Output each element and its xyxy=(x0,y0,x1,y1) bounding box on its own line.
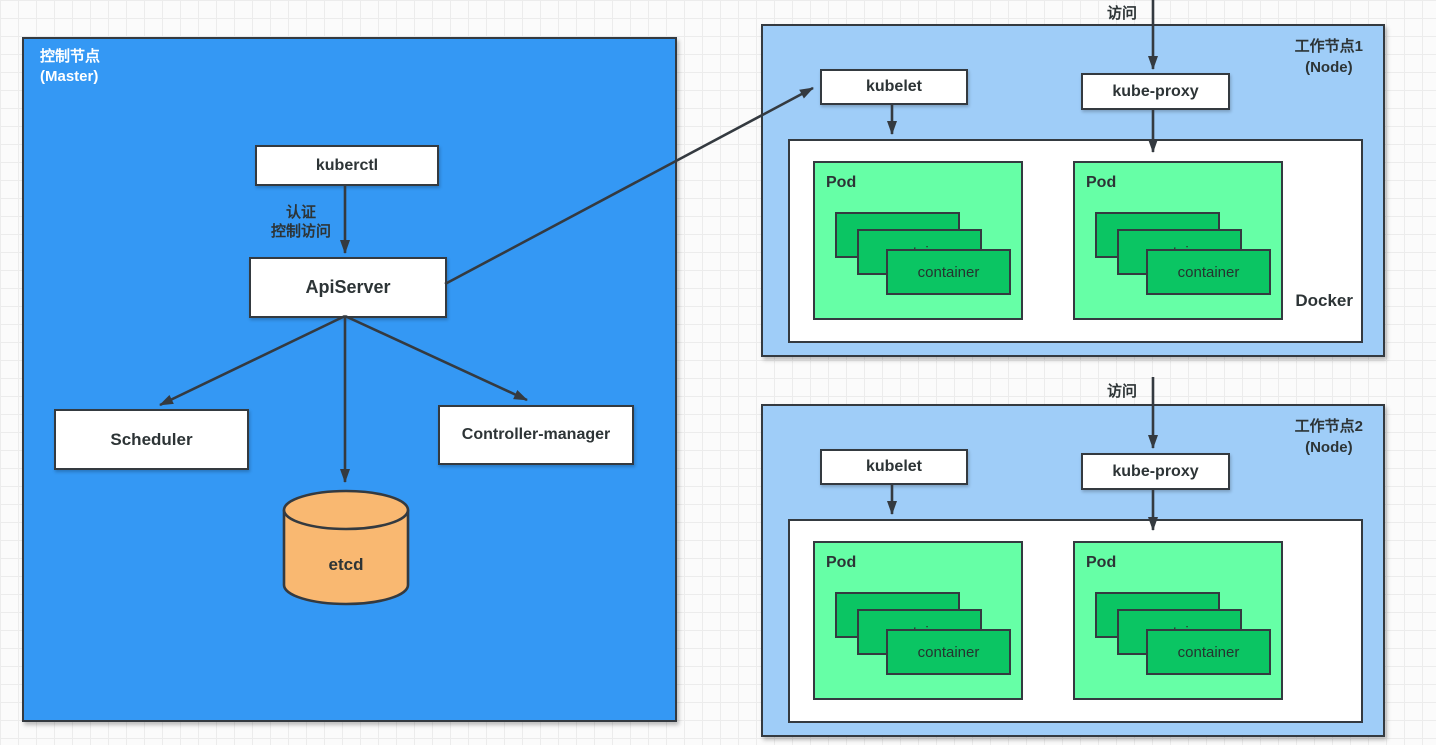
master-title-line2: (Master) xyxy=(40,68,99,85)
node1-pod2-label: Pod xyxy=(1086,174,1117,191)
node1-docker-box: Pod container container container Pod co… xyxy=(788,139,1363,343)
node2-kube-proxy-label: kube-proxy xyxy=(1112,462,1199,480)
master-node-box: 控制节点 (Master) kuberctl 认证 控制访问 ApiServer… xyxy=(22,37,677,722)
controller-manager-label: Controller-manager xyxy=(461,426,611,443)
node1-pod1-container3: container xyxy=(886,249,1011,295)
controller-manager-box: Controller-manager xyxy=(438,405,634,465)
node2-pod2: Pod container container container xyxy=(1073,541,1283,700)
node2-pod1: Pod container container container xyxy=(813,541,1023,700)
apiserver-box: ApiServer xyxy=(249,257,447,318)
worker-node1-box: 工作节点1 (Node) kubelet kube-proxy Pod cont… xyxy=(761,24,1385,357)
kuberctl-label: kuberctl xyxy=(315,156,379,174)
etcd-cylinder: etcd xyxy=(281,487,411,607)
node1-docker-label: Docker xyxy=(1295,291,1353,310)
node1-kubelet-label: kubelet xyxy=(865,78,922,95)
access-label-node1: 访问 xyxy=(1106,5,1137,22)
kuberctl-box: kuberctl xyxy=(255,145,439,186)
node2-kube-proxy-box: kube-proxy xyxy=(1081,453,1230,490)
node2-pod2-label: Pod xyxy=(1086,554,1117,571)
access-label-node2: 访问 xyxy=(1106,383,1137,400)
etcd-label: etcd xyxy=(328,555,364,574)
auth-access-label: 认证 控制访问 xyxy=(241,203,361,241)
node1-title: 工作节点1 (Node) xyxy=(1295,36,1363,78)
apiserver-label: ApiServer xyxy=(305,277,391,297)
scheduler-label: Scheduler xyxy=(110,429,193,449)
auth-access-line1: 认证 xyxy=(285,204,316,221)
node2-title-line2: (Node) xyxy=(1305,439,1353,456)
worker-node2-box: 工作节点2 (Node) kubelet kube-proxy Pod cont… xyxy=(761,404,1385,737)
node1-kube-proxy-box: kube-proxy xyxy=(1081,73,1230,110)
node1-pod2-container3: container xyxy=(1146,249,1271,295)
master-title-line1: 控制节点 xyxy=(40,48,101,65)
etcd-cylinder-shape xyxy=(282,489,410,606)
auth-access-line2: 控制访问 xyxy=(270,223,331,240)
node1-pod2: Pod container container container xyxy=(1073,161,1283,320)
master-title: 控制节点 (Master) xyxy=(40,47,100,87)
node2-title: 工作节点2 (Node) xyxy=(1295,416,1363,458)
node2-kubelet-box: kubelet xyxy=(820,449,968,485)
node2-pod1-container3: container xyxy=(886,629,1011,675)
scheduler-box: Scheduler xyxy=(54,409,249,470)
node1-pod1-label: Pod xyxy=(826,174,857,191)
node2-pod2-container3: container xyxy=(1146,629,1271,675)
node1-title-line1: 工作节点1 xyxy=(1294,38,1363,55)
node1-title-line2: (Node) xyxy=(1305,59,1353,76)
node2-kubelet-label: kubelet xyxy=(865,458,922,475)
node2-title-line1: 工作节点2 xyxy=(1294,418,1363,435)
node2-runtime-box: Pod container container container Pod co… xyxy=(788,519,1363,723)
node1-kubelet-box: kubelet xyxy=(820,69,968,105)
node1-kube-proxy-label: kube-proxy xyxy=(1112,82,1199,100)
node1-pod1: Pod container container container xyxy=(813,161,1023,320)
node2-pod1-label: Pod xyxy=(826,554,857,571)
